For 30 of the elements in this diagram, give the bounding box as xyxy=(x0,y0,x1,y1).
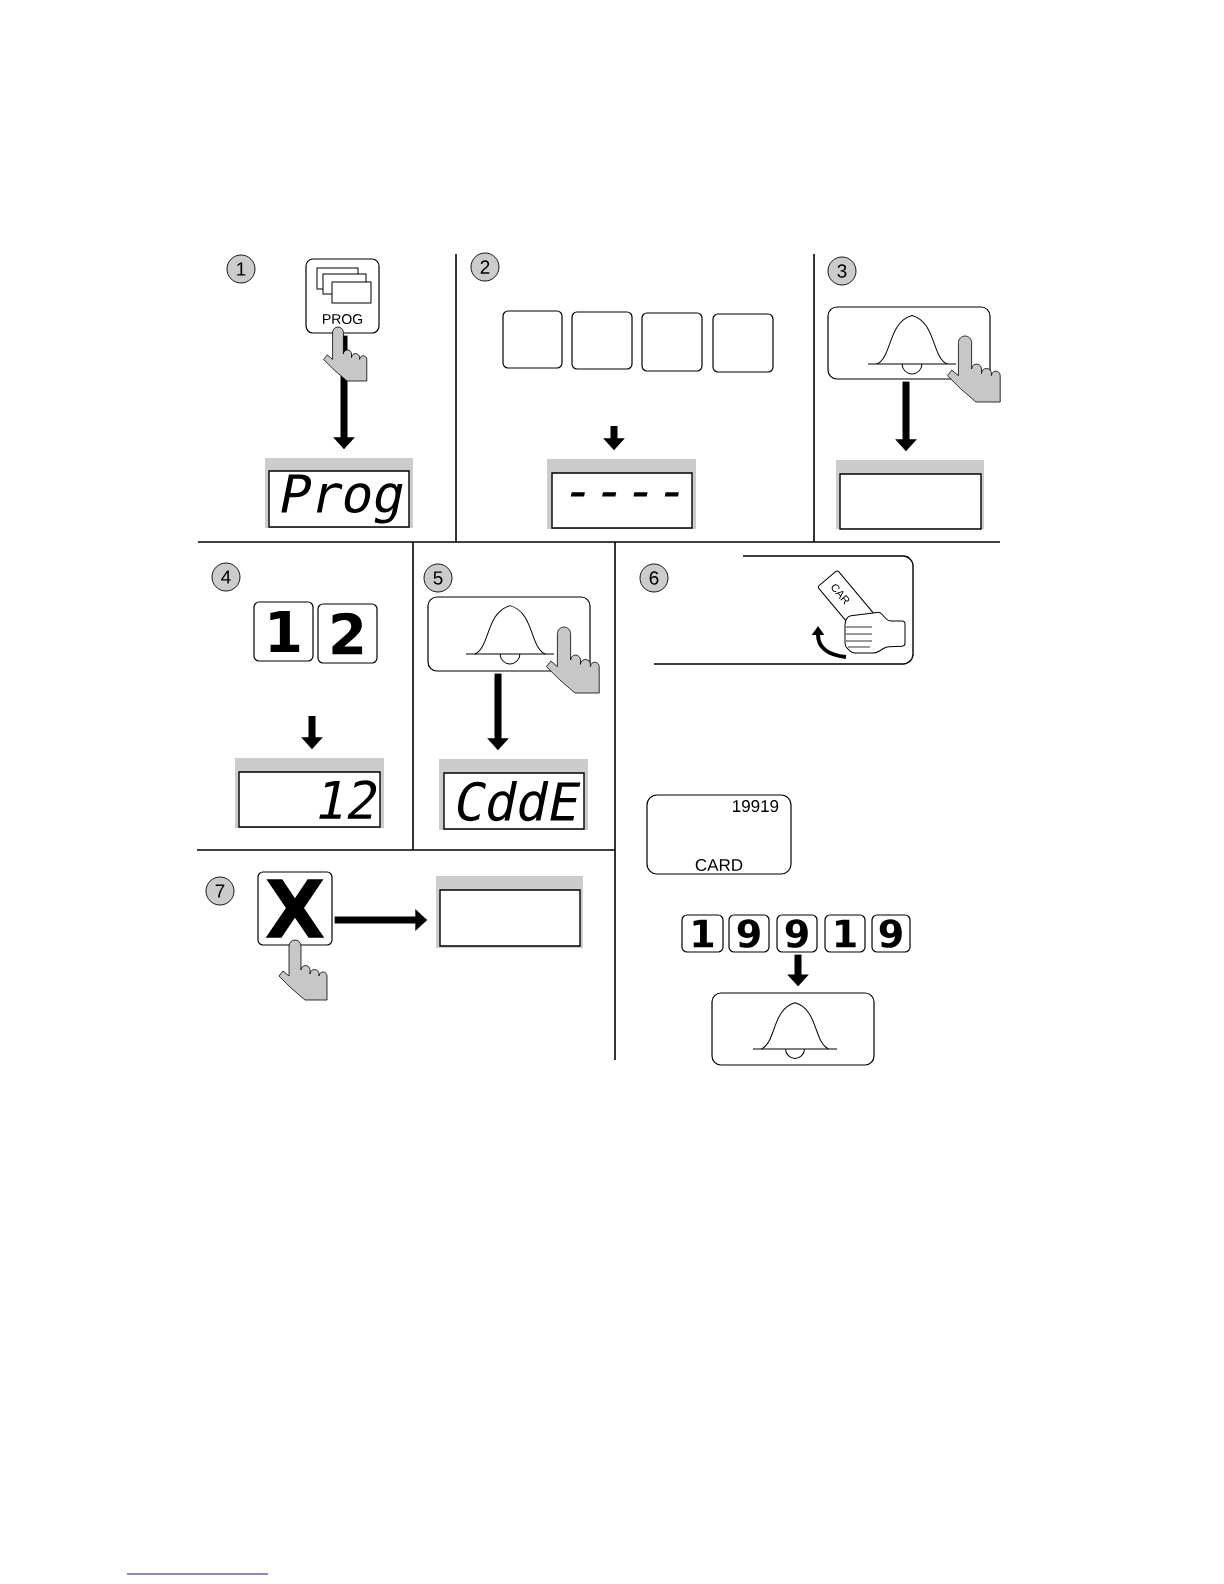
step-number: 2 xyxy=(470,252,500,282)
display-screen xyxy=(436,876,583,948)
bell-button xyxy=(427,596,591,672)
key-button: 9 xyxy=(776,914,818,953)
key-button xyxy=(502,310,563,369)
display-screen: 12 xyxy=(235,758,384,828)
key-button xyxy=(641,312,703,372)
key-button: 2 xyxy=(317,603,378,664)
step-number: 4 xyxy=(211,562,241,592)
key-button: 9 xyxy=(728,914,770,953)
step-number: 6 xyxy=(639,563,669,593)
step-number: 1 xyxy=(226,254,256,284)
key-button xyxy=(571,311,633,370)
display-screen: CddE xyxy=(439,759,588,830)
display-screen xyxy=(836,460,984,530)
key-button xyxy=(712,313,774,373)
key-button: 1 xyxy=(253,601,314,662)
key-button: 1 xyxy=(681,914,724,953)
step-number: 5 xyxy=(423,563,453,593)
display-screen: ---- xyxy=(547,459,696,529)
display-screen: Prog xyxy=(265,458,413,528)
prog-button: PROG xyxy=(305,258,380,334)
step-number: 7 xyxy=(205,876,235,906)
card: 19919 CARD xyxy=(646,794,792,875)
key-button: X xyxy=(257,871,333,946)
step-number: 3 xyxy=(827,256,857,286)
bell-button xyxy=(827,306,991,380)
key-button: 9 xyxy=(871,914,911,953)
bell-button xyxy=(711,992,875,1066)
key-button: 1 xyxy=(824,914,866,953)
